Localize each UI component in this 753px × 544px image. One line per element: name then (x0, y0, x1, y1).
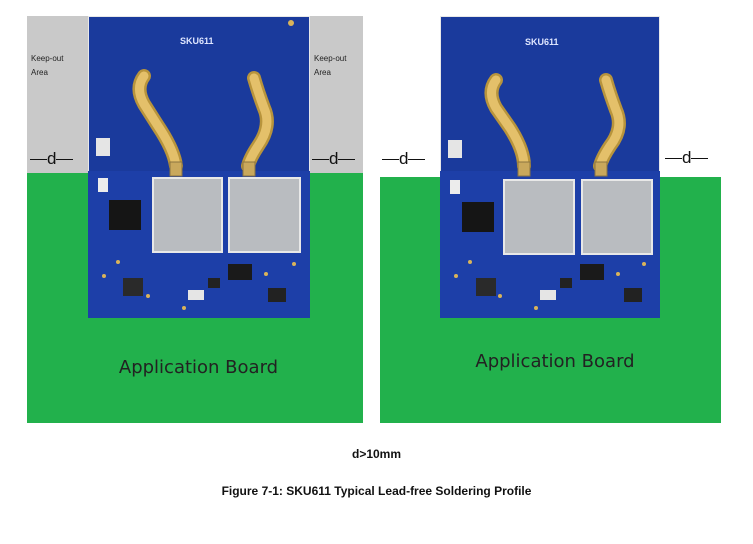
d-marker-left-b: d (312, 149, 356, 169)
module-label-left: SKU611 (180, 36, 214, 46)
rf-shield-right-a (503, 179, 575, 255)
module-label-right: SKU611 (525, 37, 559, 47)
keepout-area-left (27, 16, 88, 173)
d-marker-right-a: d (382, 149, 426, 169)
pcb-module-left: SKU611 (88, 16, 310, 318)
distance-condition: d>10mm (351, 447, 402, 461)
application-board-label-left: Application Board (118, 357, 279, 378)
rf-shield-right-b (581, 179, 653, 255)
antenna-trace-left (132, 69, 274, 173)
pcb-module-right: SKU611 (440, 16, 660, 318)
d-marker-left-a: d (30, 149, 74, 169)
antenna-trace-right (484, 73, 626, 173)
d-marker-right-b: d (665, 148, 709, 168)
keepout-area-right (310, 16, 363, 173)
rf-shield-left-a (152, 177, 223, 253)
figure-caption: Figure 7-1: SKU611 Typical Lead-free Sol… (221, 484, 532, 498)
application-board-label-right: Application Board (475, 351, 635, 372)
rf-shield-left-b (228, 177, 301, 253)
